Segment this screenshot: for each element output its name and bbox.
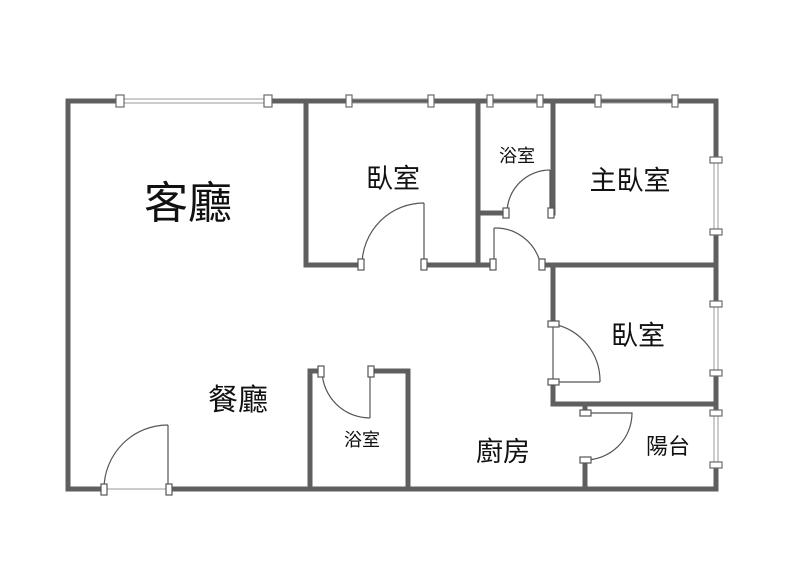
window-top-living (115, 94, 273, 108)
door-bedroom-top (357, 202, 428, 271)
windows (115, 94, 723, 469)
door-master-bedroom (489, 227, 546, 271)
room-label-bathroom-bottom: 浴室 (344, 430, 380, 450)
room-label-bedroom-right: 臥室 (611, 321, 665, 351)
room-label-master-bedroom: 主臥室 (590, 166, 671, 196)
walls (65, 98, 719, 492)
window-right-balcony (709, 409, 723, 469)
window-right-master (709, 156, 723, 236)
room-labels: 客廳 臥室 浴室 主臥室 臥室 餐廳 浴室 廚房 陽台 (144, 146, 690, 467)
door-bathroom-bottom (317, 365, 375, 419)
doors (100, 169, 633, 496)
room-label-kitchen: 廚房 (476, 437, 530, 467)
window-top-master (594, 94, 679, 108)
door-entrance (100, 424, 173, 496)
door-bathroom-top (502, 169, 555, 219)
room-label-balcony: 陽台 (646, 434, 690, 459)
room-label-bathroom-top: 浴室 (499, 146, 535, 166)
room-label-living-room: 客廳 (144, 179, 232, 228)
door-balcony (579, 409, 633, 464)
window-top-bathroom (486, 94, 544, 108)
door-bedroom-right (547, 320, 601, 386)
window-right-bedroom (709, 300, 723, 377)
room-label-bedroom-top: 臥室 (366, 164, 420, 194)
room-label-dining-room: 餐廳 (208, 384, 268, 417)
window-top-bedroom (345, 94, 435, 108)
